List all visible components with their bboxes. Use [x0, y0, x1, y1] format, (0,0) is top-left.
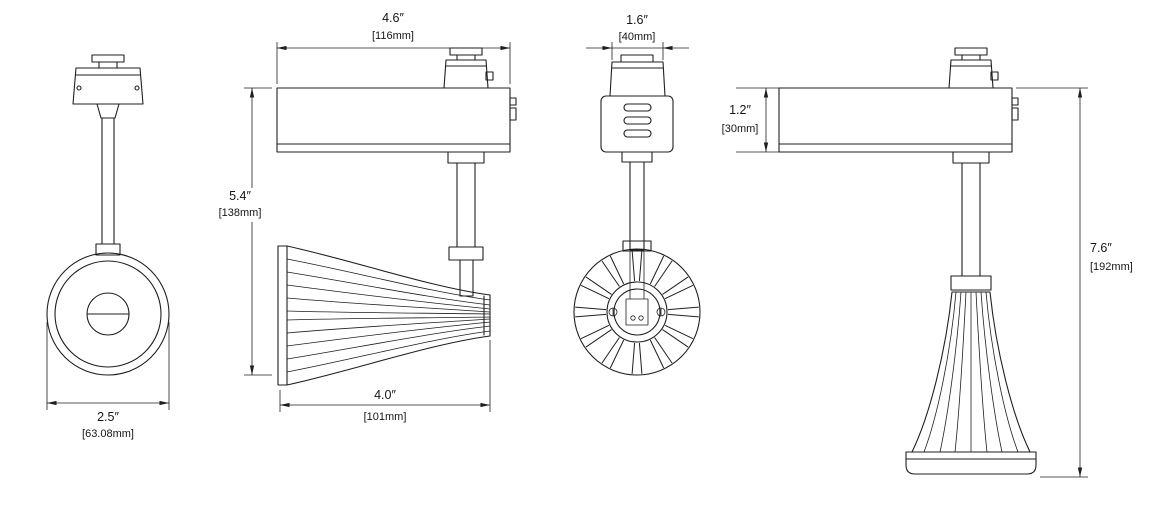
- vertical-profile-view: 1.2″ [30mm] 7.6″ [192mm]: [722, 47, 1133, 478]
- horn-head-side: [277, 245, 491, 386]
- dimension-label-in: 7.6″: [1090, 241, 1112, 255]
- stem-collar-bottom-side: [448, 246, 484, 261]
- dimension-label-mm: [101mm]: [364, 411, 407, 423]
- dimension-overall-height: 7.6″ [192mm]: [1016, 87, 1133, 478]
- dimension-label-in: 1.2″: [729, 103, 751, 117]
- driver-body-rear: [600, 95, 674, 153]
- dimension-body-height: 5.4″ [138mm]: [219, 87, 272, 376]
- horn-rear: [573, 248, 701, 376]
- dimension-label-in: 4.0″: [374, 388, 396, 402]
- hub-detail-rear: [625, 250, 649, 326]
- stem-collar-top-side: [447, 151, 485, 164]
- yoke-collar-rear: [622, 240, 652, 252]
- stem-collar-front: [95, 243, 121, 256]
- horn-head-down: [905, 291, 1037, 475]
- dimension-housing-height: 1.2″ [30mm]: [722, 87, 779, 153]
- stem-side: [456, 162, 476, 248]
- stem-collar-bottom-profile: [950, 275, 992, 291]
- horn-ribs-down: [923, 291, 1019, 453]
- dimension-head-length: 4.0″ [101mm]: [279, 340, 491, 423]
- track-adapter-front: [72, 54, 144, 119]
- track-housing-side: [276, 87, 517, 153]
- horn-ribs-side: [286, 258, 491, 373]
- rear-view: 1.6″ [40mm]: [573, 13, 701, 376]
- horn-spokes-rear: [575, 250, 699, 374]
- dimension-label-mm: [40mm]: [619, 31, 656, 43]
- track-housing-profile: [778, 87, 1019, 153]
- dimension-label-in: 1.6″: [626, 13, 648, 27]
- dimension-lens-diameter: 2.5″ [63.08mm]: [46, 322, 170, 440]
- front-view: 2.5″ [63.08mm]: [46, 54, 170, 440]
- dimension-label-mm: [138mm]: [219, 207, 262, 219]
- stem-collar-rear: [621, 151, 653, 163]
- dimension-label-mm: [116mm]: [372, 30, 414, 42]
- dimension-label-mm: [30mm]: [722, 123, 759, 135]
- track-adapter-side: [443, 47, 494, 89]
- track-adapter-rear: [609, 54, 666, 97]
- dimension-label-in: 4.6″: [382, 11, 404, 25]
- dimension-label-mm: [192mm]: [1090, 261, 1133, 273]
- dimension-label-mm: [63.08mm]: [82, 428, 134, 440]
- stem-collar-top-profile: [952, 151, 990, 164]
- side-view: 4.6″ [116mm] 5.4″ [138mm] 4.0″ [101mm]: [219, 11, 517, 423]
- stem-front: [101, 117, 115, 245]
- stem-profile: [961, 162, 981, 277]
- dimension-label-in: 5.4″: [229, 189, 251, 203]
- stem-rear: [629, 161, 645, 251]
- hub-screws-rear: [608, 307, 666, 317]
- lens-front: [46, 252, 170, 376]
- dimension-adapter-width: 1.6″ [40mm]: [586, 13, 689, 60]
- dimension-housing-width: 4.6″ [116mm]: [276, 11, 511, 84]
- dimension-label-in: 2.5″: [97, 410, 119, 424]
- track-adapter-profile: [948, 47, 999, 89]
